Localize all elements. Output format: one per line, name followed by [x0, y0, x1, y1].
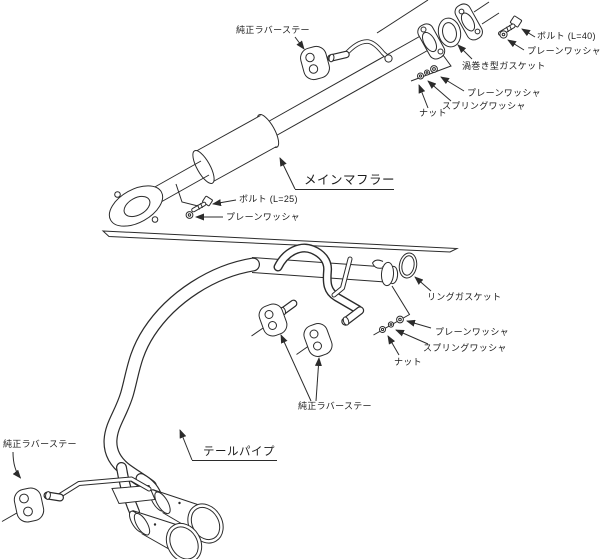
- label-spring-washer-top: スプリングワッシャ: [442, 101, 526, 111]
- spiral-gasket-drawing: [437, 17, 462, 48]
- label-nut-mid: ナット: [394, 357, 422, 367]
- hardware-mid-drawing: [373, 285, 411, 336]
- flange-end: [380, 261, 395, 287]
- label-nut-top: ナット: [419, 108, 447, 118]
- label-plain-washer-top: プレーンワッシャ: [527, 46, 600, 56]
- rubber-stay-mid-2-drawing: [303, 323, 333, 357]
- tail-tip-lower: [128, 510, 203, 559]
- label-spring-washer-mid: スプリングワッシャ: [423, 343, 507, 353]
- bolt-l25-drawing: [185, 195, 213, 219]
- outlet-flange: [417, 23, 446, 60]
- label-plain-washer-mid: プレーンワッシャ: [435, 327, 509, 337]
- ring-gasket-drawing: [398, 252, 418, 279]
- hardware-top-drawing: [410, 54, 452, 82]
- main-muffler-drawing: [108, 0, 523, 227]
- leader-arrows: [12, 28, 536, 479]
- label-ring-gasket: リングガスケット: [427, 292, 502, 302]
- label-bolt-l40: ボルト (L=40): [537, 31, 596, 41]
- label-spiral-gasket: 渦巻き型ガスケット: [462, 61, 546, 71]
- label-rubber-stay-bottom: 純正ラバーステー: [3, 439, 77, 449]
- rubber-stay-mid-1-drawing: [258, 303, 288, 337]
- tail-pipe-drawing: [1, 257, 260, 559]
- label-rubber-stay-mid: 純正ラバーステー: [298, 401, 372, 411]
- label-bolt-l25: ボルト (L=25): [239, 194, 298, 204]
- rubber-stay-bottom-drawing: [1, 487, 45, 523]
- label-plain-washer-flange: プレーンワッシャ: [467, 88, 541, 98]
- mating-flange: [454, 1, 500, 41]
- tail-pipe-front-drawing: [251, 243, 418, 357]
- bolt-l40-drawing: [498, 15, 523, 39]
- label-rubber-stay-top: 純正ラバーステー: [236, 25, 310, 35]
- label-main-muffler: メインマフラー: [304, 173, 396, 187]
- label-plain-washer-left: プレーンワッシャ: [226, 212, 300, 222]
- inlet-flange: [108, 185, 164, 227]
- section-divider: [101, 230, 459, 253]
- hanger-plate: [111, 484, 156, 505]
- label-tail-pipe: テールパイプ: [203, 446, 275, 458]
- rubber-stay-top-drawing: [300, 39, 393, 81]
